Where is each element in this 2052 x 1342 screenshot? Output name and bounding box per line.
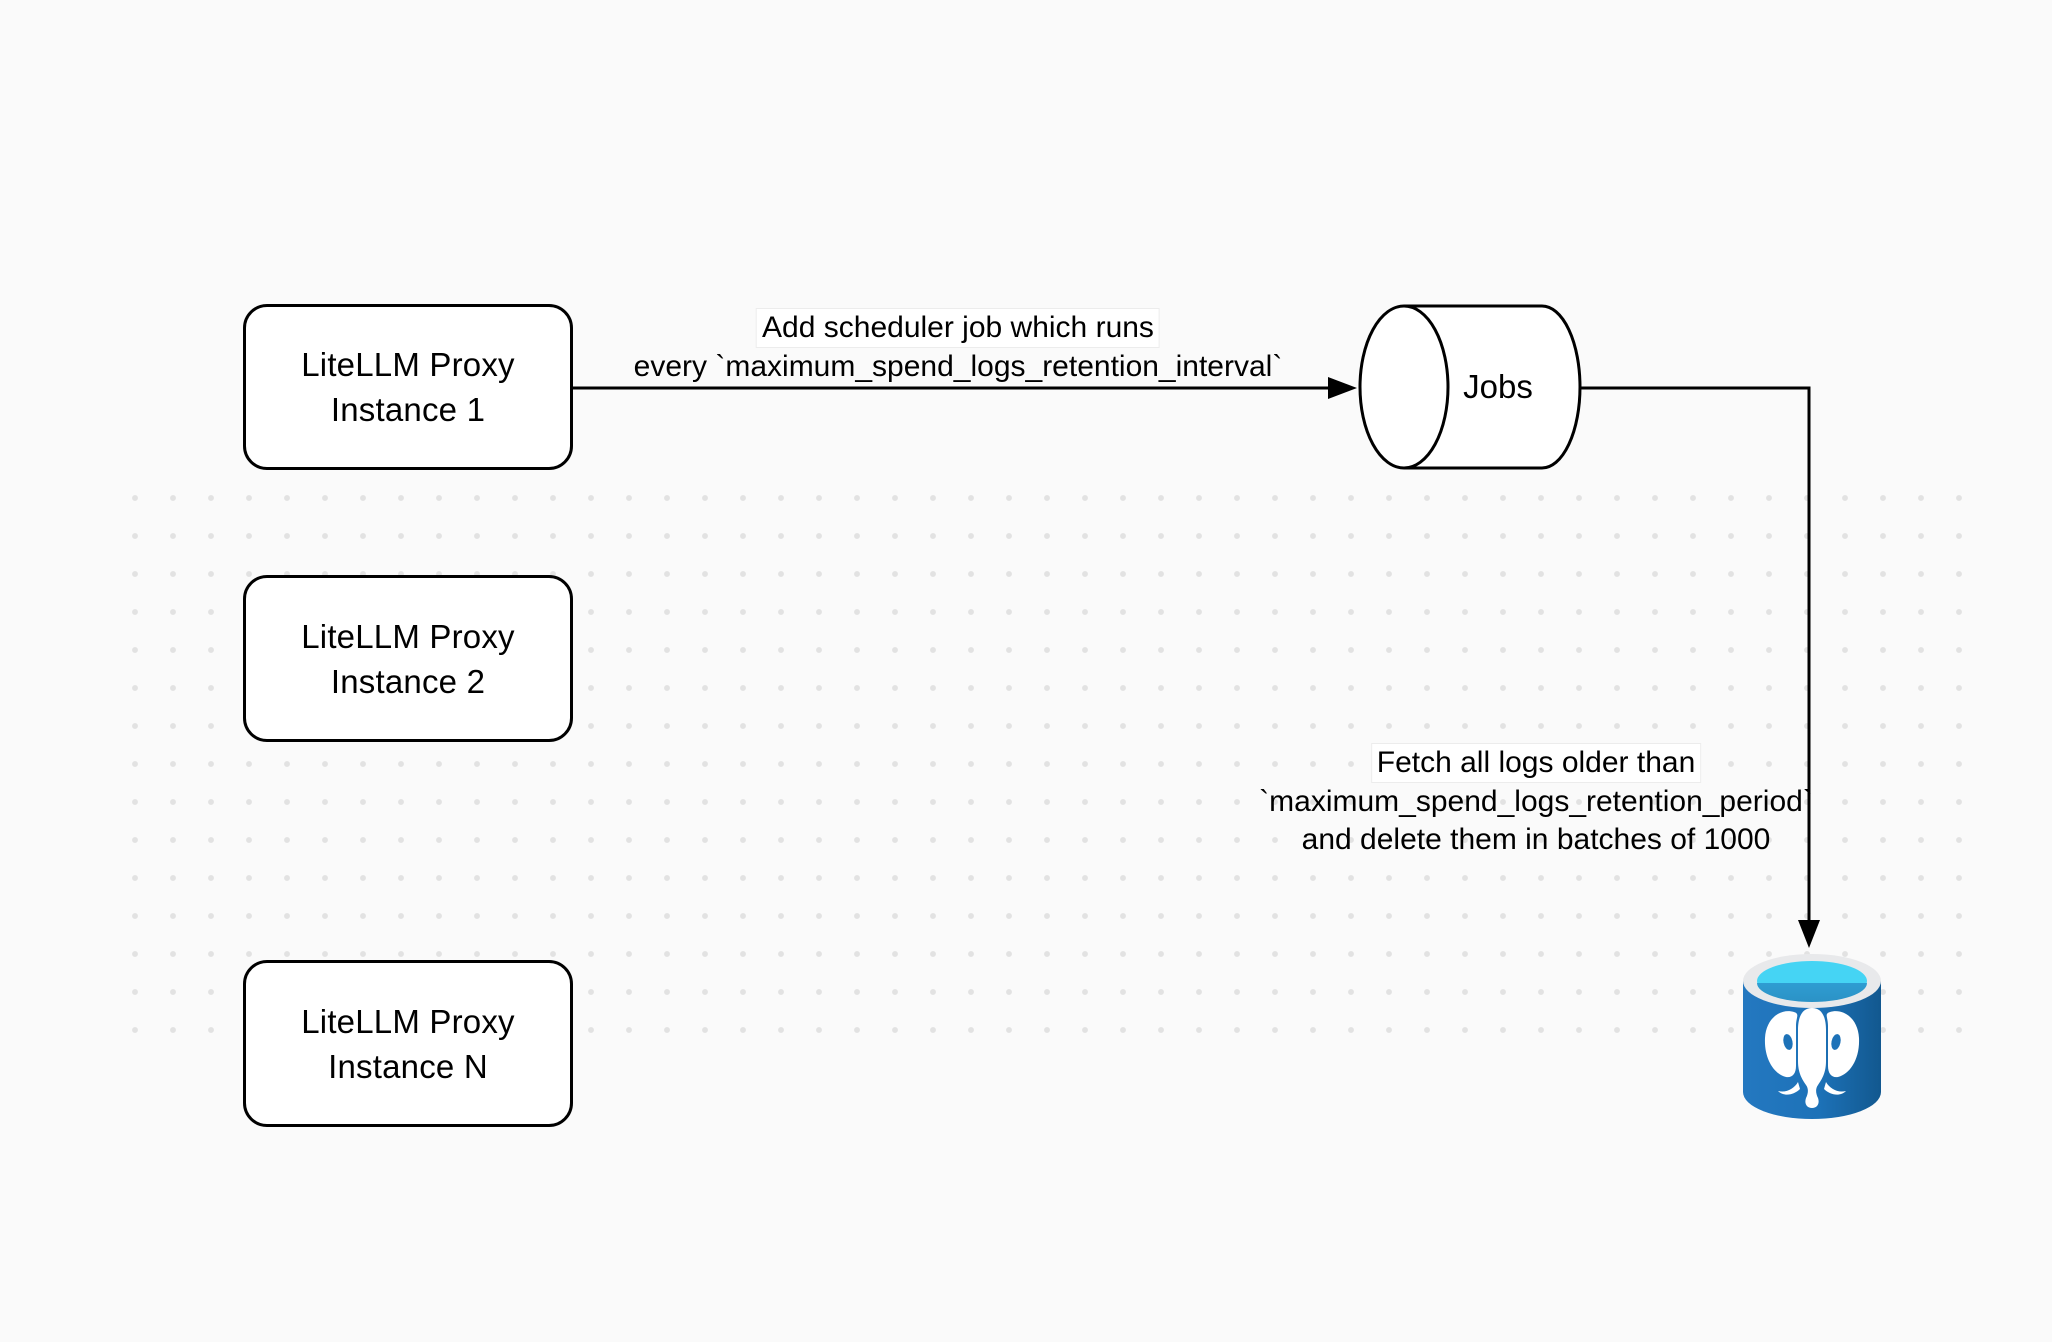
scheduler-edge-label-line2: every `maximum_spend_logs_retention_inte… [633,350,1283,383]
postgres-elephant-icon [1764,1008,1860,1108]
fetch-edge-label-line1: Fetch all logs older than [1370,743,1702,783]
fetch-edge-label-line3: and delete them in batches of 1000 [1301,823,1771,856]
node-jobs-label: Jobs [1463,368,1533,405]
fetch-edge-label: Fetch all logs older than `maximum_spend… [1259,743,1813,859]
node-label-line: LiteLLM Proxy [301,346,515,383]
postgres-elephant-eyes [1783,1034,1841,1050]
jobs-cylinder-cap [1358,304,1450,470]
postgres-water-depth [1757,983,1867,1002]
node-jobs-cylinder-shape [1358,304,1582,470]
scheduler-edge-arrowhead-icon [1328,377,1357,399]
node-label-line: Instance N [328,1047,488,1085]
node-litellm-proxy-instance-n: LiteLLM Proxy Instance N [243,960,573,1127]
node-litellm-proxy-instance-2: LiteLLM Proxy Instance 2 [243,575,573,742]
scheduler-edge-label-line1: Add scheduler job which runs [756,308,1160,348]
scheduler-edge-label: Add scheduler job which runs every `maxi… [633,308,1283,386]
node-litellm-proxy-instance-1: LiteLLM Proxy Instance 1 [243,304,573,470]
postgresql-icon [1743,954,1881,1119]
node-label-line: LiteLLM Proxy [301,617,515,655]
jobs-cylinder-body [1404,304,1582,470]
node-label-line: LiteLLM Proxy [301,1002,515,1040]
node-label-line: Instance 2 [330,662,486,700]
node-label-line: Instance 1 [330,391,486,428]
fetch-edge-label-line2: `maximum_spend_logs_retention_period` [1259,785,1813,818]
